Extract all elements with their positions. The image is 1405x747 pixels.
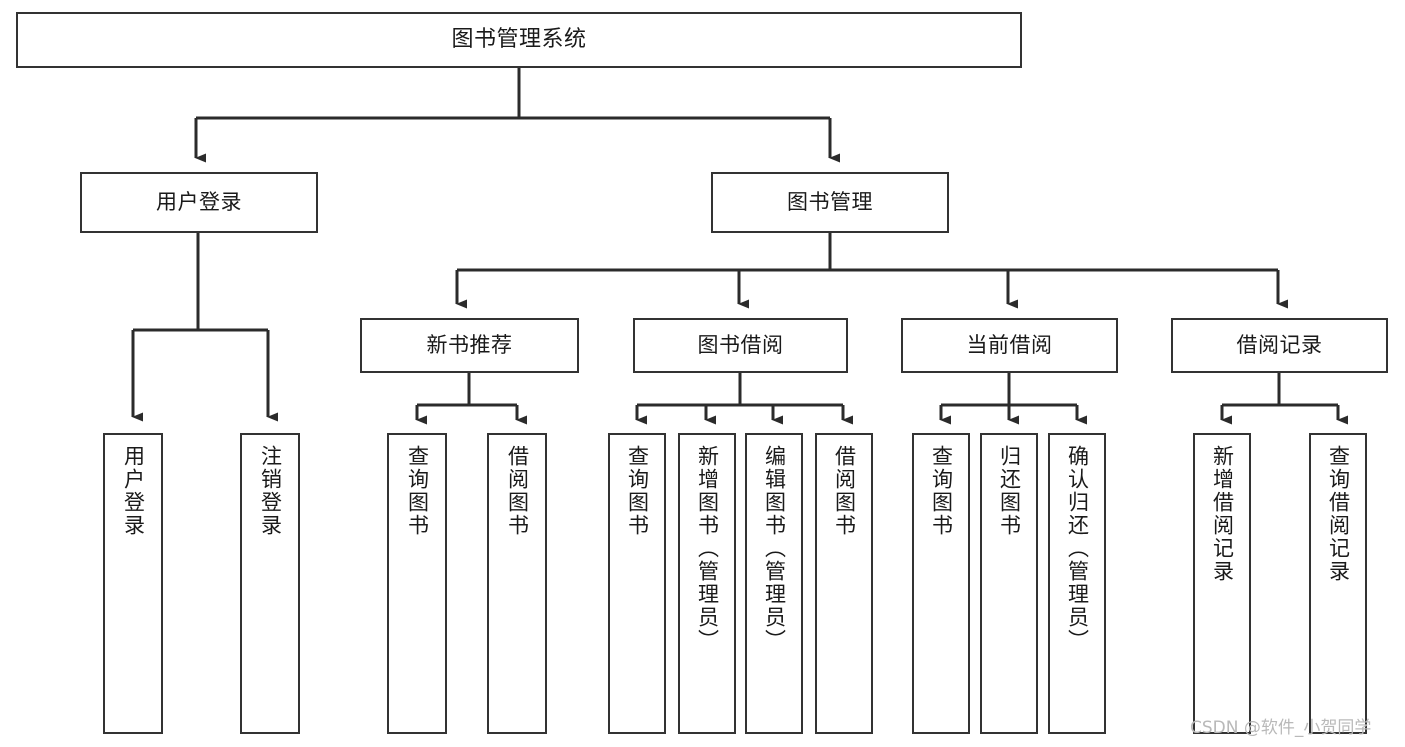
node-current-borrowing[interactable]: 当前借阅 <box>901 318 1118 373</box>
node-user-login[interactable]: 用户登录 <box>80 172 318 233</box>
node-book-borrowing[interactable]: 图书借阅 <box>633 318 848 373</box>
node-label: 查询图书 <box>405 445 430 537</box>
node-label: 图书借阅 <box>697 332 784 357</box>
node-leaf-query-books-current[interactable]: 查询图书 <box>912 433 970 734</box>
node-root-book-management-system[interactable]: 图书管理系统 <box>16 12 1022 68</box>
node-label: 借阅图书 <box>832 445 857 537</box>
node-label: 新增借阅记录 <box>1210 445 1235 583</box>
node-label: 查询借阅记录 <box>1326 445 1351 583</box>
node-leaf-borrow-books-newbook[interactable]: 借阅图书 <box>487 433 547 734</box>
node-label: 用户登录 <box>121 445 146 537</box>
node-label: 确认归还（管理员） <box>1065 445 1090 652</box>
node-leaf-query-books-newbook[interactable]: 查询图书 <box>387 433 447 734</box>
node-leaf-query-borrow-record[interactable]: 查询借阅记录 <box>1309 433 1367 734</box>
node-label: 图书管理系统 <box>451 26 587 52</box>
node-new-book-recommendation[interactable]: 新书推荐 <box>360 318 579 373</box>
node-label: 用户登录 <box>156 189 242 214</box>
node-label: 归还图书 <box>997 445 1022 537</box>
node-borrow-records[interactable]: 借阅记录 <box>1171 318 1388 373</box>
node-leaf-user-login[interactable]: 用户登录 <box>103 433 163 734</box>
node-label: 新增图书（管理员） <box>695 445 720 652</box>
node-label: 当前借阅 <box>966 332 1053 357</box>
node-label: 编辑图书（管理员） <box>762 445 787 652</box>
node-leaf-return-books[interactable]: 归还图书 <box>980 433 1038 734</box>
node-leaf-query-books-borrow[interactable]: 查询图书 <box>608 433 666 734</box>
node-leaf-edit-book-admin[interactable]: 编辑图书（管理员） <box>745 433 803 734</box>
node-book-management[interactable]: 图书管理 <box>711 172 949 233</box>
node-label: 注销登录 <box>258 445 283 537</box>
node-leaf-confirm-return-admin[interactable]: 确认归还（管理员） <box>1048 433 1106 734</box>
node-label: 借阅图书 <box>505 445 530 537</box>
node-leaf-borrow-books[interactable]: 借阅图书 <box>815 433 873 734</box>
node-label: 图书管理 <box>787 189 873 214</box>
node-leaf-add-borrow-record[interactable]: 新增借阅记录 <box>1193 433 1251 734</box>
node-leaf-add-book-admin[interactable]: 新增图书（管理员） <box>678 433 736 734</box>
node-label: 借阅记录 <box>1236 332 1323 357</box>
node-label: 新书推荐 <box>426 332 513 357</box>
node-label: 查询图书 <box>929 445 954 537</box>
node-leaf-logout[interactable]: 注销登录 <box>240 433 300 734</box>
node-label: 查询图书 <box>625 445 650 537</box>
